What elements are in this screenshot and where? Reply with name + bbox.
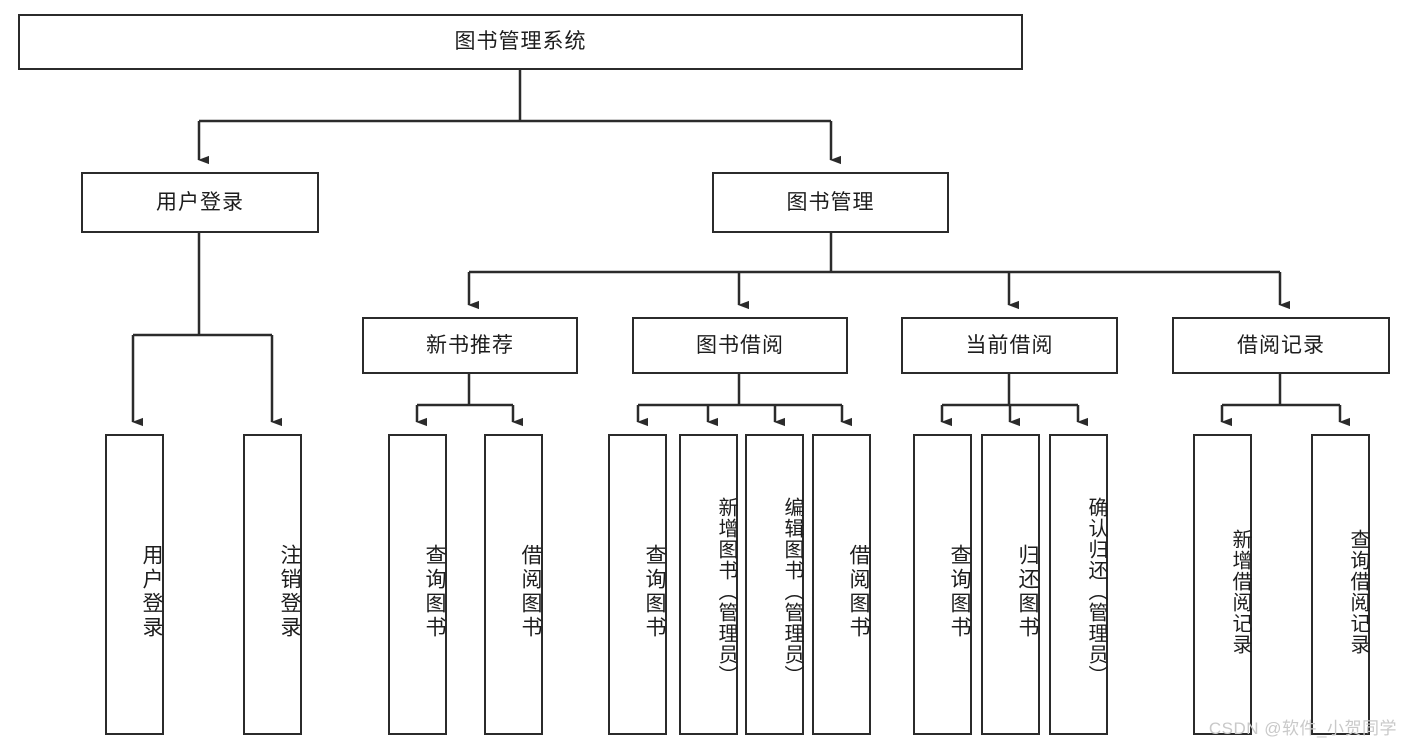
node-new-book-recommend-label: 新书推荐 xyxy=(426,333,514,357)
node-root-label: 图书管理系统 xyxy=(454,30,587,54)
node-leaf-borrow-book-1[interactable]: 借阅图书 xyxy=(484,434,543,735)
node-new-book-recommend[interactable]: 新书推荐 xyxy=(362,317,578,374)
node-leaf-query-record[interactable]: 查询借阅记录 xyxy=(1311,434,1370,735)
node-leaf-query-book-3[interactable]: 查询图书 xyxy=(913,434,972,735)
edges-book-borrow-to-leaves xyxy=(636,374,852,427)
node-leaf-query-book-3-label: 查询图书 xyxy=(948,543,971,640)
node-leaf-add-book-label: 新增图书（管理员） xyxy=(715,497,737,686)
edges-book-manage-to-level2 xyxy=(467,233,1290,310)
edges-root-to-level1 xyxy=(197,70,841,165)
node-leaf-borrow-book-1-label: 借阅图书 xyxy=(519,543,542,640)
node-borrow-record-label: 借阅记录 xyxy=(1237,333,1325,357)
node-leaf-borrow-book-2[interactable]: 借阅图书 xyxy=(812,434,871,735)
node-leaf-query-book-2-label: 查询图书 xyxy=(643,543,666,640)
node-leaf-add-record-label: 新增借阅记录 xyxy=(1229,528,1251,655)
node-leaf-logout-label: 注销登录 xyxy=(278,543,301,640)
node-leaf-edit-book[interactable]: 编辑图书（管理员） xyxy=(745,434,804,735)
node-leaf-confirm-return-label: 确认归还（管理员） xyxy=(1085,497,1107,686)
node-leaf-return-book[interactable]: 归还图书 xyxy=(981,434,1040,735)
node-book-borrow[interactable]: 图书借阅 xyxy=(632,317,848,374)
node-leaf-query-book-1-label: 查询图书 xyxy=(423,543,446,640)
node-leaf-query-record-label: 查询借阅记录 xyxy=(1347,528,1369,655)
node-book-manage-label: 图书管理 xyxy=(786,190,875,214)
node-leaf-logout[interactable]: 注销登录 xyxy=(243,434,302,735)
node-current-borrow[interactable]: 当前借阅 xyxy=(901,317,1118,374)
node-leaf-confirm-return[interactable]: 确认归还（管理员） xyxy=(1049,434,1108,735)
node-leaf-borrow-book-2-label: 借阅图书 xyxy=(847,543,870,640)
node-leaf-edit-book-label: 编辑图书（管理员） xyxy=(781,497,803,686)
node-leaf-query-book-2[interactable]: 查询图书 xyxy=(608,434,667,735)
edges-new-book-recommend-to-leaves xyxy=(415,374,523,427)
node-leaf-user-login[interactable]: 用户登录 xyxy=(105,434,164,735)
node-leaf-add-book[interactable]: 新增图书（管理员） xyxy=(679,434,738,735)
node-leaf-add-record[interactable]: 新增借阅记录 xyxy=(1193,434,1252,735)
node-user-login-label: 用户登录 xyxy=(156,190,244,214)
edges-current-borrow-to-leaves xyxy=(940,374,1088,427)
edges-borrow-record-to-leaves xyxy=(1220,374,1350,427)
node-user-login[interactable]: 用户登录 xyxy=(81,172,319,233)
node-leaf-query-book-1[interactable]: 查询图书 xyxy=(388,434,447,735)
node-leaf-user-login-label: 用户登录 xyxy=(140,543,163,640)
node-book-manage[interactable]: 图书管理 xyxy=(712,172,949,233)
edges-user-login-to-leaves xyxy=(131,233,282,427)
node-root[interactable]: 图书管理系统 xyxy=(18,14,1023,70)
node-borrow-record[interactable]: 借阅记录 xyxy=(1172,317,1390,374)
node-leaf-return-book-label: 归还图书 xyxy=(1016,543,1039,640)
node-current-borrow-label: 当前借阅 xyxy=(965,333,1054,357)
node-book-borrow-label: 图书借阅 xyxy=(696,333,784,357)
